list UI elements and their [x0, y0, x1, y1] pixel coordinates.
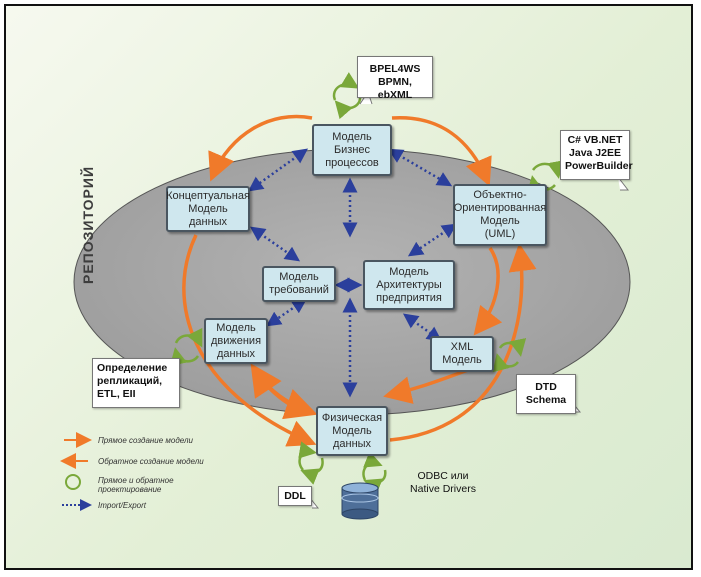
bpel-note: BPEL4WS BPMN, ebXML: [357, 56, 433, 101]
replication-note: Определение репликаций, ETL, EII: [92, 358, 180, 408]
physical-data-model-box[interactable]: Физическая Модель данных: [316, 406, 388, 456]
repository-label: РЕПОЗИТОРИЙ: [80, 165, 96, 285]
odbc-label: ODBC или Native Drivers: [410, 470, 476, 495]
architecture-model-box[interactable]: Модель Архитектуры предприятия: [363, 260, 455, 310]
lang-note-tail: [617, 176, 630, 191]
legend-symbols: [60, 432, 92, 511]
legend-roundtrip: Прямое и обратное проектирование: [98, 476, 174, 494]
languages-note: C# VB.NET Java J2EE PowerBuilder: [560, 130, 633, 180]
legend-import-export: Import/Export: [98, 501, 147, 510]
xml-model-box[interactable]: XML Модель: [430, 336, 494, 372]
dtd-schema-note: DTD Schema: [516, 374, 576, 414]
database-icon: [341, 482, 379, 520]
legend-forward: Прямое создание модели: [98, 436, 193, 445]
legend-reverse: Обратное создание модели: [98, 457, 204, 466]
conceptual-data-model-box[interactable]: Концептуальная Модель данных: [166, 186, 250, 232]
ddl-note-tail: [309, 497, 320, 509]
business-process-model-box[interactable]: Модель Бизнес процессов: [312, 124, 392, 176]
requirements-model-box[interactable]: Модель требований: [262, 266, 336, 302]
oo-uml-model-box[interactable]: Объектно- Ориентированная Модель (UML): [453, 184, 547, 246]
blue-import-export: [247, 148, 458, 398]
ddl-note: DDL: [278, 486, 312, 506]
data-flow-model-box[interactable]: Модель движения данных: [204, 318, 268, 364]
